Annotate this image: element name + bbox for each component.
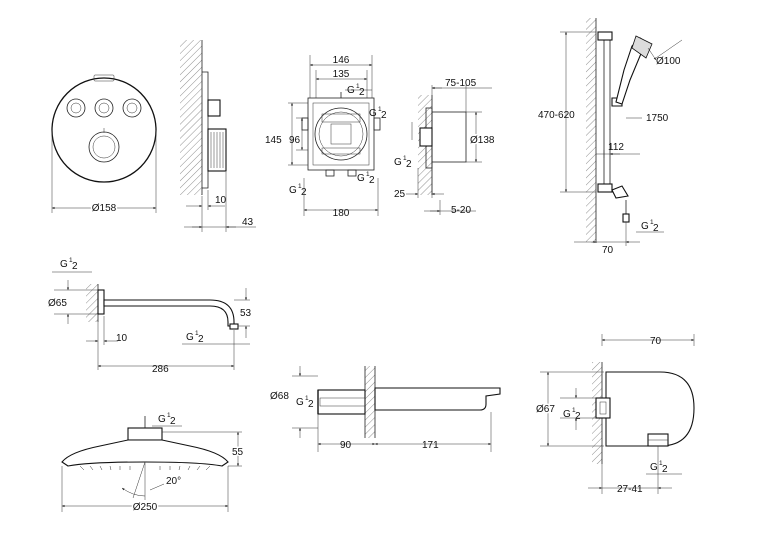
outlet-hose-g: G <box>650 462 658 473</box>
wall-outlet-view: 70 Ø67 G 1 2 G 1 2 27-41 <box>535 334 695 495</box>
rail-connection-g: G <box>641 221 649 232</box>
box-side-connection-sub: 2 <box>406 159 412 170</box>
spout-rosette-diameter-label: Ø68 <box>270 391 289 402</box>
right-connection-sub: 2 <box>381 110 387 121</box>
rail-height-label: 470-620 <box>538 110 575 121</box>
box-body-side <box>431 111 467 163</box>
control-panel-front-view: Ø158 <box>51 74 157 216</box>
box-wall-offset-label: 25 <box>394 189 406 200</box>
mounting-box-side-view: 75-105 Ø138 G 1 2 25 5-20 <box>394 78 496 216</box>
bottom-right-connection-g: G <box>357 173 365 184</box>
arm-connection-g: G <box>60 259 68 270</box>
rail-connection-sup: 1 <box>650 219 654 226</box>
control-panel-side-view: 10 43 <box>180 40 256 232</box>
outlet-inlet-sup: 1 <box>572 407 576 414</box>
top-connection-sup: 1 <box>356 83 360 90</box>
box-diameter-label: Ø138 <box>470 135 495 146</box>
top-connection-g: G <box>347 85 355 96</box>
head-connector <box>127 427 163 441</box>
right-connection-sup: 1 <box>378 106 382 113</box>
outlet-hose-sub: 2 <box>662 464 668 475</box>
spout-wall-section-label: 90 <box>340 440 352 451</box>
plate-side-profile <box>202 71 209 189</box>
top-connection-sub: 2 <box>359 87 365 98</box>
arm-wall-gap-label: 10 <box>116 333 128 344</box>
arm-outlet-g: G <box>186 332 194 343</box>
mounting-box-front-view: 146 135 G 1 2 G 1 2 145 96 G 1 2 G 1 2 1… <box>265 55 387 219</box>
head-tilt-label: 20° <box>166 476 181 487</box>
bottom-left-connection-g: G <box>289 185 297 196</box>
head-connection-g: G <box>158 414 166 425</box>
head-connection-sup: 1 <box>167 412 171 419</box>
plate-diameter-label: Ø158 <box>92 203 117 214</box>
box-adjust-range-label: 5-20 <box>451 205 471 216</box>
spout-rosette-body <box>317 389 366 415</box>
box-height-inner-label: 96 <box>289 135 301 146</box>
shower-rail-set: 470-620 Ø100 1750 112 G 1 2 70 <box>538 18 683 256</box>
button-middle <box>94 98 114 118</box>
arm-connection-sup: 1 <box>69 257 73 264</box>
hose-length-label: 1750 <box>646 113 669 124</box>
right-connection-g: G <box>369 108 377 119</box>
spout-connection-sub: 2 <box>308 399 314 410</box>
spout-projection-label: 171 <box>422 440 439 451</box>
arm-outlet-sub: 2 <box>198 334 204 345</box>
box-depth-range-label: 75-105 <box>445 78 477 89</box>
head-diameter-label: Ø250 <box>133 502 158 513</box>
arm-pipe <box>103 299 235 327</box>
spout-connection-g: G <box>296 397 304 408</box>
brand-logo-mark <box>93 74 115 82</box>
spout-connection-sup: 1 <box>305 395 309 402</box>
box-side-connection-sup: 1 <box>403 155 407 162</box>
bath-spout-view: Ø68 G 1 2 90 171 <box>270 366 501 452</box>
button-stem <box>207 99 221 117</box>
box-width-outer-label: 146 <box>333 55 350 66</box>
thermostat-knob <box>88 131 120 163</box>
box-height-outer-label: 145 <box>265 135 282 146</box>
rail-wall-offset-label: 70 <box>602 245 614 256</box>
bottom-left-connection-sup: 1 <box>298 183 302 190</box>
outlet-inlet <box>595 397 611 419</box>
box-side-connection-g: G <box>394 157 402 168</box>
outlet-hose-sup: 1 <box>659 460 663 467</box>
arm-length-label: 286 <box>152 364 169 375</box>
arm-outlet-sup: 1 <box>195 330 199 337</box>
rail-width-label: 112 <box>608 142 624 153</box>
arm-rosette-diameter-label: Ø65 <box>48 298 67 309</box>
wall-gap-label: 10 <box>215 195 227 206</box>
box-outline <box>307 97 375 171</box>
head-plate <box>61 439 229 467</box>
rail-connection-sub: 2 <box>653 223 659 234</box>
arm-drop-label: 53 <box>240 308 252 319</box>
outlet-inlet-sub: 2 <box>575 411 581 422</box>
head-connection-sub: 2 <box>170 416 176 427</box>
head-shower-view: G 1 2 55 20° Ø250 <box>61 412 245 515</box>
bottom-right-connection-sup: 1 <box>366 171 370 178</box>
shower-rail <box>603 31 611 193</box>
panel-depth-label: 43 <box>242 217 254 228</box>
shower-arm-view: G 1 2 Ø65 53 10 G 1 2 286 <box>48 257 252 375</box>
box-base-width-label: 180 <box>333 208 350 219</box>
button-left <box>66 98 86 118</box>
outlet-depth-label: 70 <box>650 336 662 347</box>
box-width-inner-label: 135 <box>333 69 350 80</box>
arm-rosette <box>97 289 105 315</box>
arm-connection-sub: 2 <box>72 261 78 272</box>
bottom-right-connection-sub: 2 <box>369 175 375 186</box>
hand-shower-diameter-label: Ø100 <box>656 56 681 67</box>
button-right <box>122 98 142 118</box>
head-height-label: 55 <box>232 447 244 458</box>
outlet-adjust-range-label: 27-41 <box>617 484 643 495</box>
outlet-inlet-g: G <box>563 409 571 420</box>
outlet-diameter-label: Ø67 <box>536 404 555 415</box>
spout-body <box>374 387 501 411</box>
